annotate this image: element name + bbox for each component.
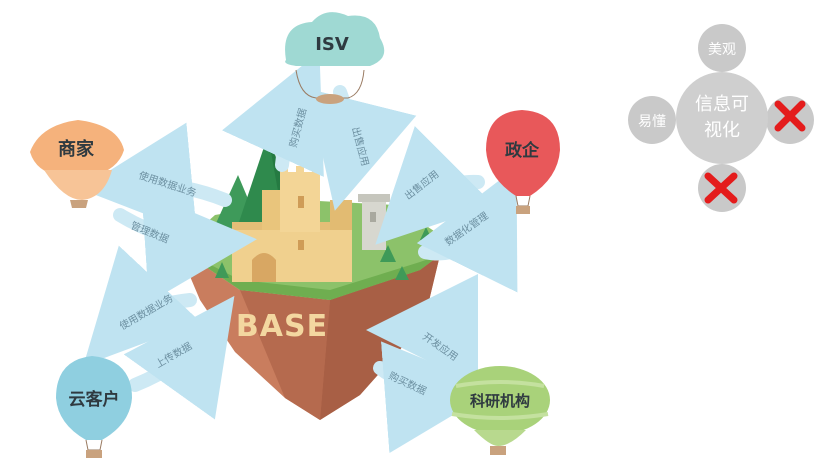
arrow-isv-sell — [307, 85, 417, 211]
cloud-label: 云客户 — [69, 389, 120, 410]
circle-top-label: 美观 — [708, 42, 736, 58]
merchant-label: 商家 — [58, 138, 95, 160]
arrow-isv-buy — [221, 51, 324, 177]
arrow-gov-dataize — [416, 167, 518, 293]
base-label: BASE — [236, 309, 328, 344]
arrow-research-buy — [373, 341, 497, 454]
cross-icon — [774, 100, 806, 132]
cross-icon — [704, 172, 738, 204]
balloon-cloud: 云客户 — [56, 356, 132, 458]
visual-circles: 美观 易懂 信息可 视化 — [628, 24, 814, 212]
arrow-cloud-upload — [123, 295, 235, 420]
gov-label: 政企 — [505, 140, 540, 161]
merchant-envelope — [30, 120, 124, 176]
cloud-envelope — [56, 356, 132, 440]
isv-label: ISV — [315, 34, 349, 55]
center-line1: 信息可 — [695, 94, 749, 115]
balloon-merchant: 商家 — [30, 120, 124, 208]
research-label: 科研机构 — [470, 392, 530, 410]
center-line2: 视化 — [704, 120, 740, 141]
gov-envelope — [486, 110, 560, 196]
arrow-merchant-manage — [113, 190, 257, 303]
balloon-research: 科研机构 — [450, 366, 550, 455]
circle-center — [676, 72, 768, 164]
flow-arrows — [80, 51, 518, 454]
isv-cloud — [285, 12, 385, 66]
circle-left — [628, 96, 676, 144]
circle-top — [698, 24, 746, 72]
balloon-isv: ISV — [285, 12, 385, 104]
flow-cloud-use: 使用数据业务 — [117, 291, 175, 332]
island-rock-shade — [240, 290, 330, 420]
circle-left-label: 易懂 — [638, 114, 666, 130]
balloon-gov: 政企 — [486, 110, 560, 214]
